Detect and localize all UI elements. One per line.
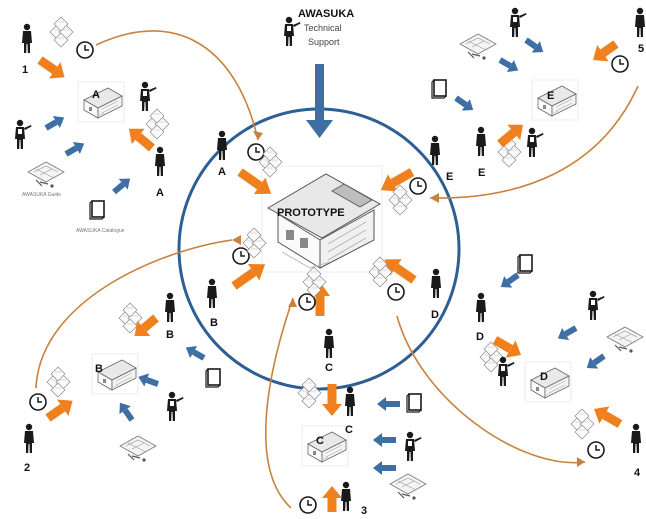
label-number-4: 4: [634, 467, 641, 479]
person-b-inner-icon: [207, 278, 217, 308]
person-e-outer-icon: [476, 126, 486, 156]
label-person-c-outer: C: [345, 424, 353, 436]
clock-a-inner-icon: [247, 143, 265, 161]
label-person-e-inner: E: [446, 171, 453, 183]
person-b-outer-icon: [165, 292, 175, 322]
catalogue-doc-icon: [89, 200, 105, 220]
person-e-top-icon: [510, 7, 527, 37]
label-house-a: A: [92, 89, 100, 101]
person-5-icon: [635, 7, 645, 37]
person-1-icon: [22, 23, 32, 53]
person-a-outer-icon: [155, 146, 165, 176]
group-e-arrows: [454, 37, 619, 148]
group-c: C C 3: [297, 377, 427, 517]
label-person-a-outer: A: [156, 187, 164, 199]
plans-c-top-icon: [297, 377, 322, 409]
group-d: D D 4: [476, 254, 644, 479]
person-a-inner-icon: [217, 130, 227, 160]
person-a-right-icon: [140, 81, 157, 111]
group-c-arrows: [322, 384, 400, 512]
kit-c-icon: [389, 473, 427, 501]
doc-d-icon: [517, 254, 533, 274]
house-c-icon: [301, 425, 349, 467]
house-e-icon: [531, 79, 579, 121]
group-a: A 1 AWASUKA Guide A AWASUKA Catalogue: [15, 16, 170, 234]
clock-c-inner-icon: [298, 293, 316, 311]
kit-b-icon: [119, 435, 157, 463]
support-arrow: [306, 64, 333, 138]
house-a-icon: [77, 81, 125, 123]
plans-a-icon: [145, 108, 170, 140]
kit-d-icon: [606, 326, 644, 354]
person-a-left-icon: [15, 119, 32, 149]
curve-1: [95, 30, 259, 141]
group-d-arrows: [492, 272, 623, 428]
prototype-label: PROTOTYPE: [277, 207, 345, 219]
label-person-d-outer: D: [476, 331, 484, 343]
catalogue-caption: AWASUKA Catalogue: [76, 228, 125, 234]
label-person-e-outer: E: [478, 167, 485, 179]
support-line1: Technical: [304, 23, 342, 33]
label-number-3: 3: [361, 505, 367, 517]
label-person-b-outer: B: [166, 329, 174, 341]
doc-b-icon: [205, 368, 221, 388]
label-person-c-inner: C: [325, 362, 333, 374]
label-house-e: E: [547, 90, 554, 102]
support-title: AWASUKA: [298, 8, 354, 20]
person-d-left-icon: [498, 356, 515, 386]
clock-2-icon: [29, 393, 47, 411]
clock-1-icon: [76, 41, 94, 59]
label-house-b: B: [95, 363, 103, 375]
group-b: B B 2: [24, 292, 221, 474]
person-e-right-icon: [527, 127, 544, 157]
clock-e-inner-icon: [409, 177, 427, 195]
feedback-curves: [35, 30, 639, 509]
person-c-outer-icon: [345, 386, 355, 416]
person-d-top-icon: [588, 290, 605, 320]
plans-4-icon: [570, 408, 595, 440]
person-c-right-icon: [405, 431, 422, 461]
person-b-right-icon: [167, 391, 184, 421]
clock-b-inner-icon: [232, 247, 250, 265]
plans-2-icon: [46, 366, 71, 398]
prototype-house: [261, 165, 383, 273]
label-number-1: 1: [22, 64, 28, 76]
curve-4: [396, 315, 586, 464]
curve-3: [264, 297, 294, 509]
clock-d-inner-icon: [387, 283, 405, 301]
clock-5-icon: [611, 55, 629, 73]
group-b-arrows: [45, 314, 206, 422]
doc-e-icon: [431, 79, 447, 99]
curve-arrowheads: [232, 131, 585, 467]
plans-1-icon: [49, 16, 74, 48]
label-house-c: C: [316, 435, 324, 447]
group-e: E E 5: [431, 7, 645, 179]
guide-caption: AWASUKA Guide: [22, 192, 61, 198]
support-line2: Support: [308, 37, 340, 47]
person-d-inner-icon: [431, 268, 441, 298]
clock-4-icon: [587, 441, 605, 459]
guide-kit-icon: [27, 161, 65, 189]
person-3-icon: [341, 481, 351, 511]
label-person-a-inner: A: [218, 166, 226, 178]
house-d-icon: [524, 361, 572, 403]
group-a-arrows: [37, 56, 155, 195]
curve-5: [429, 85, 639, 199]
label-person-b-inner: B: [210, 317, 218, 329]
label-house-d: D: [540, 371, 548, 383]
kit-e-icon: [459, 33, 497, 61]
label-person-d-inner: D: [431, 309, 439, 321]
person-e-inner-icon: [430, 135, 440, 165]
label-number-2: 2: [24, 462, 30, 474]
person-4-icon: [631, 423, 641, 453]
curve-2: [35, 239, 233, 389]
support-person-icon: [284, 16, 301, 46]
person-d-outer-icon: [476, 292, 486, 322]
person-c-inner-icon: [324, 328, 334, 358]
label-number-5: 5: [638, 43, 644, 55]
doc-c-icon: [406, 393, 422, 413]
clock-3-icon: [299, 496, 317, 514]
person-2-icon: [24, 423, 34, 453]
